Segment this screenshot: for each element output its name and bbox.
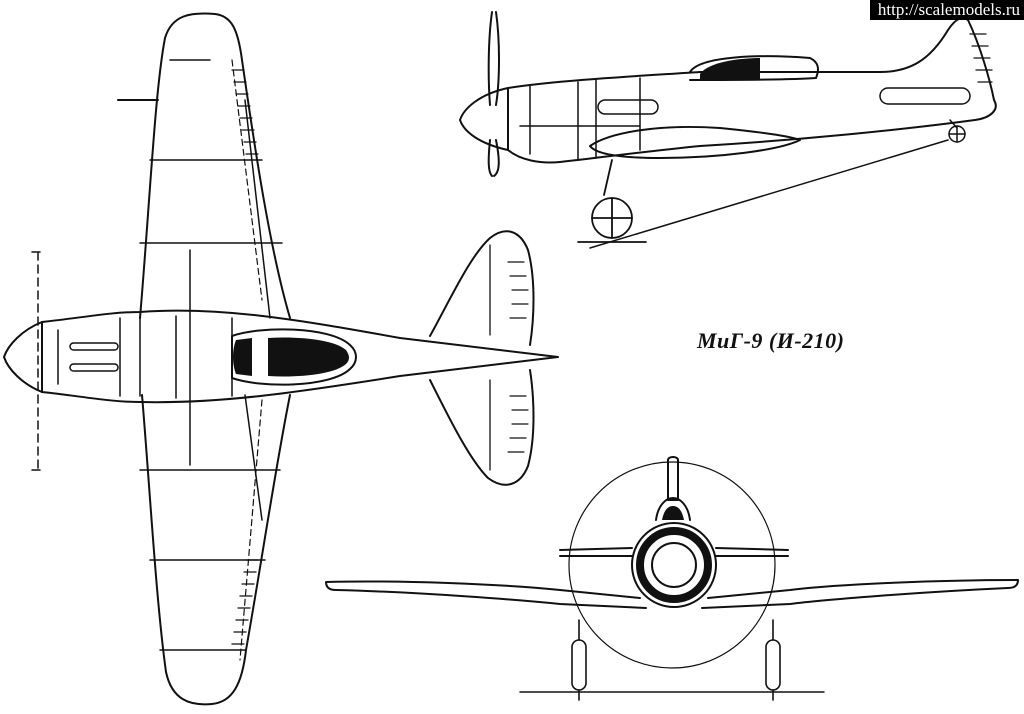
side-view-ground-line [590, 140, 948, 248]
front-view-tailplane [560, 548, 788, 556]
front-view-spinner [652, 543, 696, 587]
top-view-cowling-lines [58, 316, 232, 398]
side-view-rudder-ribs [970, 34, 992, 82]
side-view-tailwheel [949, 120, 965, 142]
front-view-wing-right [702, 580, 1018, 608]
top-view-exhausts [70, 343, 118, 371]
side-view-exhaust [598, 100, 658, 114]
top-view [4, 13, 558, 704]
side-view-wing-root [590, 127, 800, 158]
side-view-panel-lines [520, 78, 640, 160]
front-view-canopy [656, 498, 690, 520]
top-view-wing-ribs [232, 70, 258, 644]
front-view-cowling-outer [632, 523, 716, 607]
front-view-propeller-disc [569, 462, 775, 668]
side-view-canopy-glass [700, 58, 760, 80]
top-view-canopy-frame [232, 329, 356, 384]
front-view-fin [668, 457, 678, 500]
watermark-url-label: http://scalemodels.ru [869, 0, 1024, 20]
side-view-fuselage [508, 18, 996, 162]
front-view-canopy-glass [662, 506, 684, 520]
top-view-wing [140, 13, 290, 704]
side-view [460, 12, 996, 248]
top-view-fuselage [42, 311, 558, 403]
front-view [326, 457, 1018, 700]
front-view-landing-gear [520, 620, 824, 700]
side-view-tailplane [880, 88, 970, 104]
aircraft-designation-label: МиГ-9 (И-210) [697, 328, 845, 353]
side-view-propeller-blade [489, 12, 499, 176]
front-view-cowling-ring [640, 531, 708, 599]
side-view-main-wheel [578, 160, 646, 242]
top-view-wing-panel-lines [140, 60, 282, 650]
top-view-aileron-lines [232, 60, 262, 660]
side-view-spinner [460, 88, 508, 150]
front-view-wing-left [326, 581, 646, 608]
top-view-elevator-ribs [508, 262, 528, 452]
top-view-canopy-glass [233, 337, 349, 377]
top-view-spinner [4, 322, 42, 392]
top-view-tailplane [430, 231, 534, 485]
top-view-propeller-axis [32, 252, 44, 470]
